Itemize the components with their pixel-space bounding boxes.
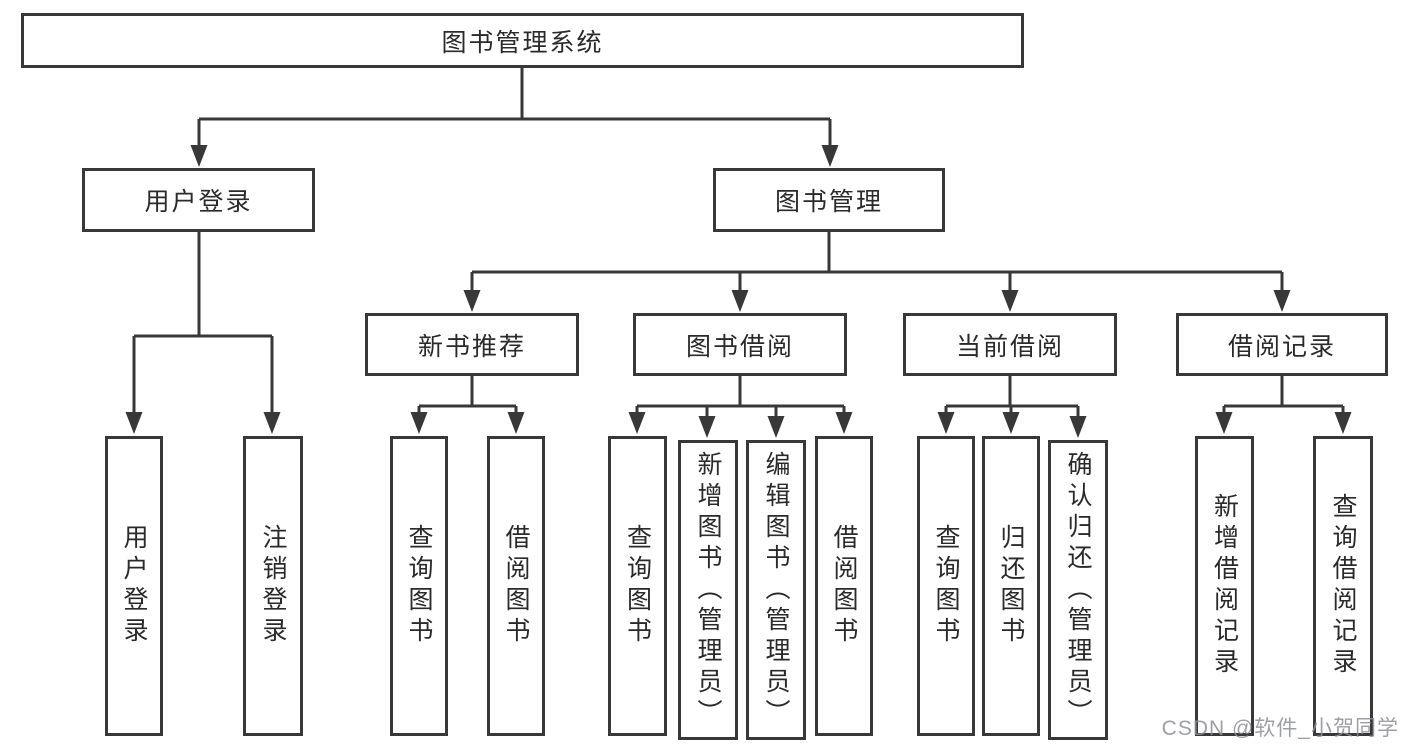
- arrow-down-icon: [698, 416, 716, 438]
- arrow-down-icon: [821, 145, 839, 167]
- arrow-down-icon: [767, 416, 785, 438]
- arrow-down-icon: [463, 290, 481, 312]
- arrow-down-icon: [1273, 290, 1291, 312]
- leaf-query-borrow-record: 查询借阅记录: [1313, 436, 1373, 736]
- connector-new-book: [417, 376, 518, 422]
- node-label: 当前借阅: [955, 332, 1064, 361]
- leaf-add-borrow-record: 新增借阅记录: [1195, 436, 1254, 736]
- arrow-down-icon: [410, 412, 428, 434]
- node-book-management: 图书管理: [713, 168, 945, 232]
- leaf-label: 新增图书（管理员）: [694, 450, 722, 730]
- leaf-label: 新增借阅记录: [1210, 493, 1239, 679]
- node-label: 图书管理: [774, 188, 883, 216]
- node-current-borrowing: 当前借阅: [903, 313, 1117, 376]
- leaf-edit-book-admin: 编辑图书（管理员）: [746, 440, 806, 740]
- connector-root: [197, 68, 832, 155]
- node-book-borrowing: 图书借阅: [633, 313, 847, 376]
- arrow-down-icon: [125, 412, 143, 434]
- leaf-label: 查询图书: [623, 524, 652, 648]
- leaf-label: 用户登录: [120, 524, 148, 648]
- leaf-label: 查询图书: [405, 524, 433, 648]
- arrow-down-icon: [1215, 412, 1233, 434]
- leaf-label: 确认归还（管理员）: [1064, 450, 1092, 730]
- arrow-down-icon: [731, 290, 749, 312]
- connector-borrowing-records: [1222, 376, 1345, 422]
- connector-book-mgmt: [470, 232, 1284, 300]
- arrow-down-icon: [507, 412, 525, 434]
- arrow-down-icon: [190, 145, 208, 167]
- node-borrowing-records: 借阅记录: [1176, 313, 1388, 376]
- arrowheads: [125, 145, 1352, 438]
- leaf-confirm-return-admin: 确认归还（管理员）: [1048, 440, 1108, 740]
- arrow-down-icon: [835, 412, 853, 434]
- node-label: 新书推荐: [417, 332, 526, 361]
- leaf-query-books-current: 查询图书: [917, 436, 975, 736]
- leaf-return-book: 归还图书: [982, 436, 1040, 736]
- arrow-down-icon: [1002, 412, 1020, 434]
- leaf-add-book-admin: 新增图书（管理员）: [678, 440, 738, 740]
- leaf-label: 查询借阅记录: [1329, 493, 1357, 679]
- leaf-query-books-borrowing: 查询图书: [608, 436, 667, 736]
- leaf-label: 借阅图书: [830, 524, 858, 648]
- connector-user-login: [132, 232, 274, 422]
- csdn-watermark: CSDN @软件_小贺同学: [1161, 717, 1399, 740]
- arrow-down-icon: [628, 412, 646, 434]
- node-label: 用户登录: [144, 188, 253, 216]
- arrow-down-icon: [1334, 412, 1352, 434]
- leaf-query-books-recommend: 查询图书: [390, 436, 448, 736]
- node-label: 借阅记录: [1227, 332, 1336, 361]
- leaf-label: 注销登录: [259, 524, 287, 648]
- arrow-down-icon: [1001, 290, 1019, 312]
- leaf-label: 借阅图书: [502, 524, 530, 648]
- leaf-borrow-books-recommend: 借阅图书: [487, 436, 545, 736]
- arrow-down-icon: [937, 412, 955, 434]
- leaf-label: 归还图书: [997, 524, 1025, 648]
- node-library-management-system: 图书管理系统: [21, 13, 1024, 68]
- leaf-label: 编辑图书（管理员）: [762, 450, 790, 730]
- leaf-user-login: 用户登录: [105, 436, 163, 736]
- node-new-book-recommend: 新书推荐: [365, 313, 579, 376]
- leaf-label: 查询图书: [932, 524, 960, 648]
- node-label: 图书借阅: [685, 332, 794, 361]
- leaf-logout: 注销登录: [243, 436, 303, 736]
- connector-book-borrowing: [635, 376, 846, 426]
- leaf-borrow-books-borrowing: 借阅图书: [815, 436, 873, 736]
- node-label: 图书管理系统: [441, 28, 604, 57]
- arrow-down-icon: [263, 412, 281, 434]
- node-user-login: 用户登录: [82, 168, 315, 232]
- arrow-down-icon: [1069, 416, 1087, 438]
